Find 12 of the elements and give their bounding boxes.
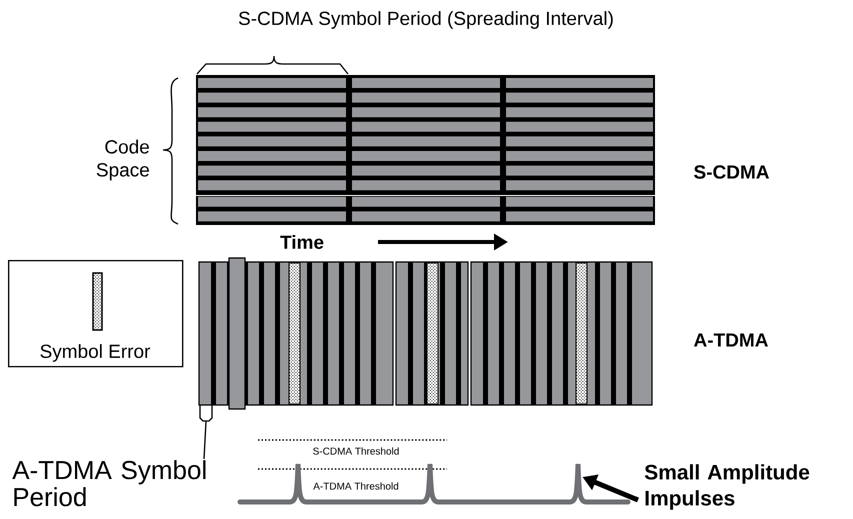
legend-box: Symbol Error	[8, 260, 184, 368]
threshold-label: A-TDMA Threshold	[312, 481, 400, 491]
threshold-label: S-CDMA Threshold	[312, 446, 400, 456]
row-label: S-CDMA	[694, 165, 769, 179]
impulse-label: Small Amplitude Impulses	[644, 464, 810, 510]
axis-label: Time	[280, 235, 324, 249]
period-label: A-TDMA Symbol Period	[12, 460, 206, 506]
leader-line	[199, 405, 213, 460]
row-label: A-TDMA	[694, 333, 768, 347]
heading: S-CDMA Symbol Period (Spreading Interval)	[238, 11, 613, 29]
impulse-waveform	[238, 462, 630, 504]
axis-label: Code Space	[96, 140, 149, 180]
